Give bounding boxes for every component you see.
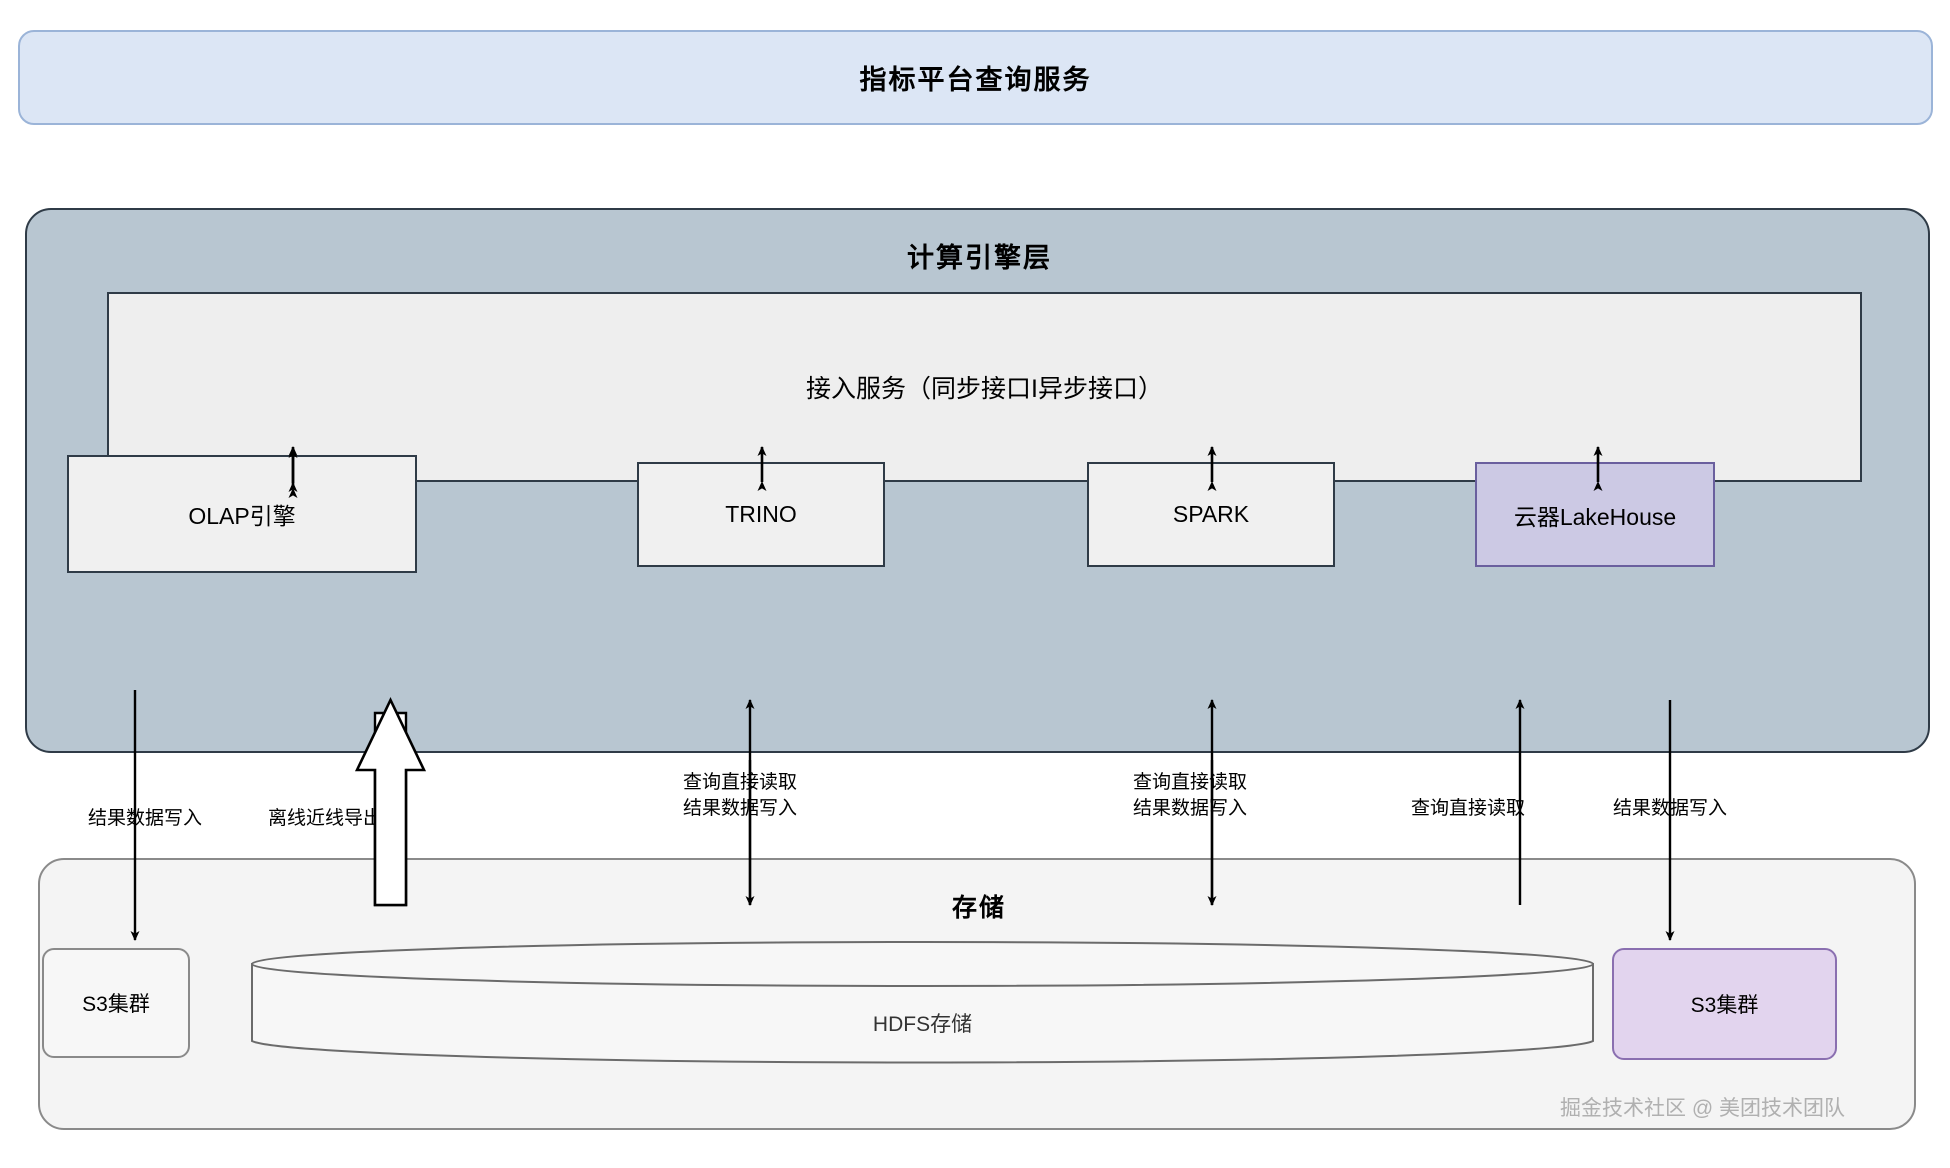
edge-label-offline-export: 离线近线导出 [267,808,382,829]
edge-label-olap-write: 结果数据写入 [87,808,202,829]
s3-cluster-right-label: S3集群 [1690,994,1759,1017]
edge-label-lakehouse-write: 结果数据写入 [1612,798,1727,819]
engine-label-lakehouse: 云器LakeHouse [1513,503,1677,530]
engine-box-lakehouse[interactable]: 云器LakeHouse [1475,462,1715,567]
access-service-box: 接入服务（同步接口I异步接口） [107,292,1862,482]
s3-cluster-left[interactable]: S3集群 [42,948,190,1058]
engine-label-spark: SPARK [1172,501,1250,527]
s3-cluster-left-label: S3集群 [82,993,150,1016]
access-service-label: 接入服务（同步接口I异步接口） [806,375,1163,403]
engine-box-trino[interactable]: TRINO [637,462,885,567]
s3-cluster-right[interactable]: S3集群 [1612,948,1837,1060]
hdfs-label: HDFS存储 [872,1013,973,1036]
edge-label-spark: 查询直接读取 结果数据写入 [1132,772,1247,819]
hdfs-cylinder: HDFS存储 [250,940,1595,1065]
engine-box-olap[interactable]: OLAP引擎 [67,455,417,573]
engine-box-spark[interactable]: SPARK [1087,462,1335,567]
watermark: 掘金技术社区 @ 美团技术团队 [1560,1097,1845,1120]
cylinder-shape [251,941,1594,1064]
engine-label-olap: OLAP引擎 [188,503,296,529]
edge-label-lakehouse-read: 查询直接读取 [1410,798,1525,819]
storage-layer-title: 存储 [951,894,1006,922]
edge-label-trino: 查询直接读取 结果数据写入 [682,772,797,819]
compute-engine-layer: 计算引擎层 接入服务（同步接口I异步接口） OLAP引擎 TRINO SPARK… [25,208,1930,753]
engine-label-trino: TRINO [725,501,797,527]
query-service-label: 指标平台查询服务 [859,65,1092,95]
query-service-banner: 指标平台查询服务 [18,30,1933,125]
compute-engine-layer-title: 计算引擎层 [907,243,1052,273]
